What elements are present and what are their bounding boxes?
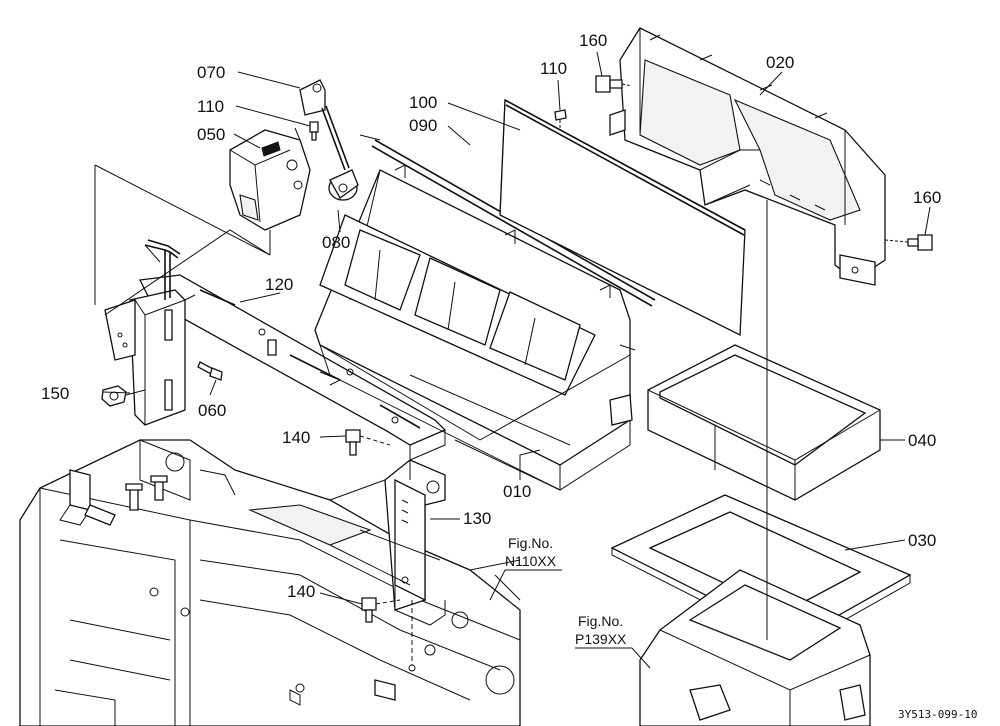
alignment-lines <box>94 164 768 640</box>
label-100: 100 <box>409 93 437 112</box>
lid-020 <box>609 27 886 286</box>
fig-ref-title: Fig.No. <box>508 535 553 551</box>
chassis-frame <box>19 439 521 726</box>
fig-ref-id: N110XX <box>505 553 557 569</box>
label-150: 150 <box>41 384 69 403</box>
label-090: 090 <box>409 116 437 135</box>
case-010 <box>314 164 636 491</box>
figure-reference-n110xx: Fig.No. N110XX <box>505 535 557 569</box>
screw-060 <box>197 361 223 381</box>
bolt-140-upper <box>345 429 391 456</box>
label-140-lower: 140 <box>287 582 315 601</box>
screw-110-right <box>554 109 567 135</box>
bracket-150 <box>104 239 196 426</box>
fig-ref-title: Fig.No. <box>578 613 623 629</box>
panel-100 <box>499 98 746 337</box>
duct-040 <box>647 344 881 501</box>
label-020: 020 <box>766 53 794 72</box>
bolt-140-lower <box>361 597 401 623</box>
bolt-160-lower <box>884 234 933 251</box>
part-labels: 070 110 050 080 100 090 110 160 020 160 … <box>41 31 941 601</box>
frame-bolts <box>125 475 168 511</box>
label-110-right: 110 <box>540 59 567 78</box>
label-140-upper: 140 <box>282 428 310 447</box>
label-070: 070 <box>197 63 225 82</box>
label-110-left: 110 <box>197 97 224 116</box>
link-070 <box>299 79 350 171</box>
drawing-code: 3Y513-099-10 <box>898 708 977 721</box>
label-010: 010 <box>503 482 531 501</box>
bracket-130 <box>384 459 446 672</box>
label-080: 080 <box>322 233 350 252</box>
label-030: 030 <box>908 531 936 550</box>
leader-lines <box>102 51 931 669</box>
actuator-050 <box>229 127 311 255</box>
label-160-upper: 160 <box>579 31 607 50</box>
label-050: 050 <box>197 125 225 144</box>
figure-reference-p139xx: Fig.No. P139XX <box>575 613 627 647</box>
label-060: 060 <box>198 401 226 420</box>
motor-080 <box>328 169 359 201</box>
bolt-160-upper <box>595 75 633 93</box>
label-130: 130 <box>463 509 491 528</box>
fig-ref-id: P139XX <box>575 631 627 647</box>
screw-110-left <box>309 121 319 141</box>
nut-150 <box>101 385 146 407</box>
label-160-lower: 160 <box>913 188 941 207</box>
label-040: 040 <box>908 431 936 450</box>
lower-duct <box>639 569 871 726</box>
label-120: 120 <box>265 275 293 294</box>
